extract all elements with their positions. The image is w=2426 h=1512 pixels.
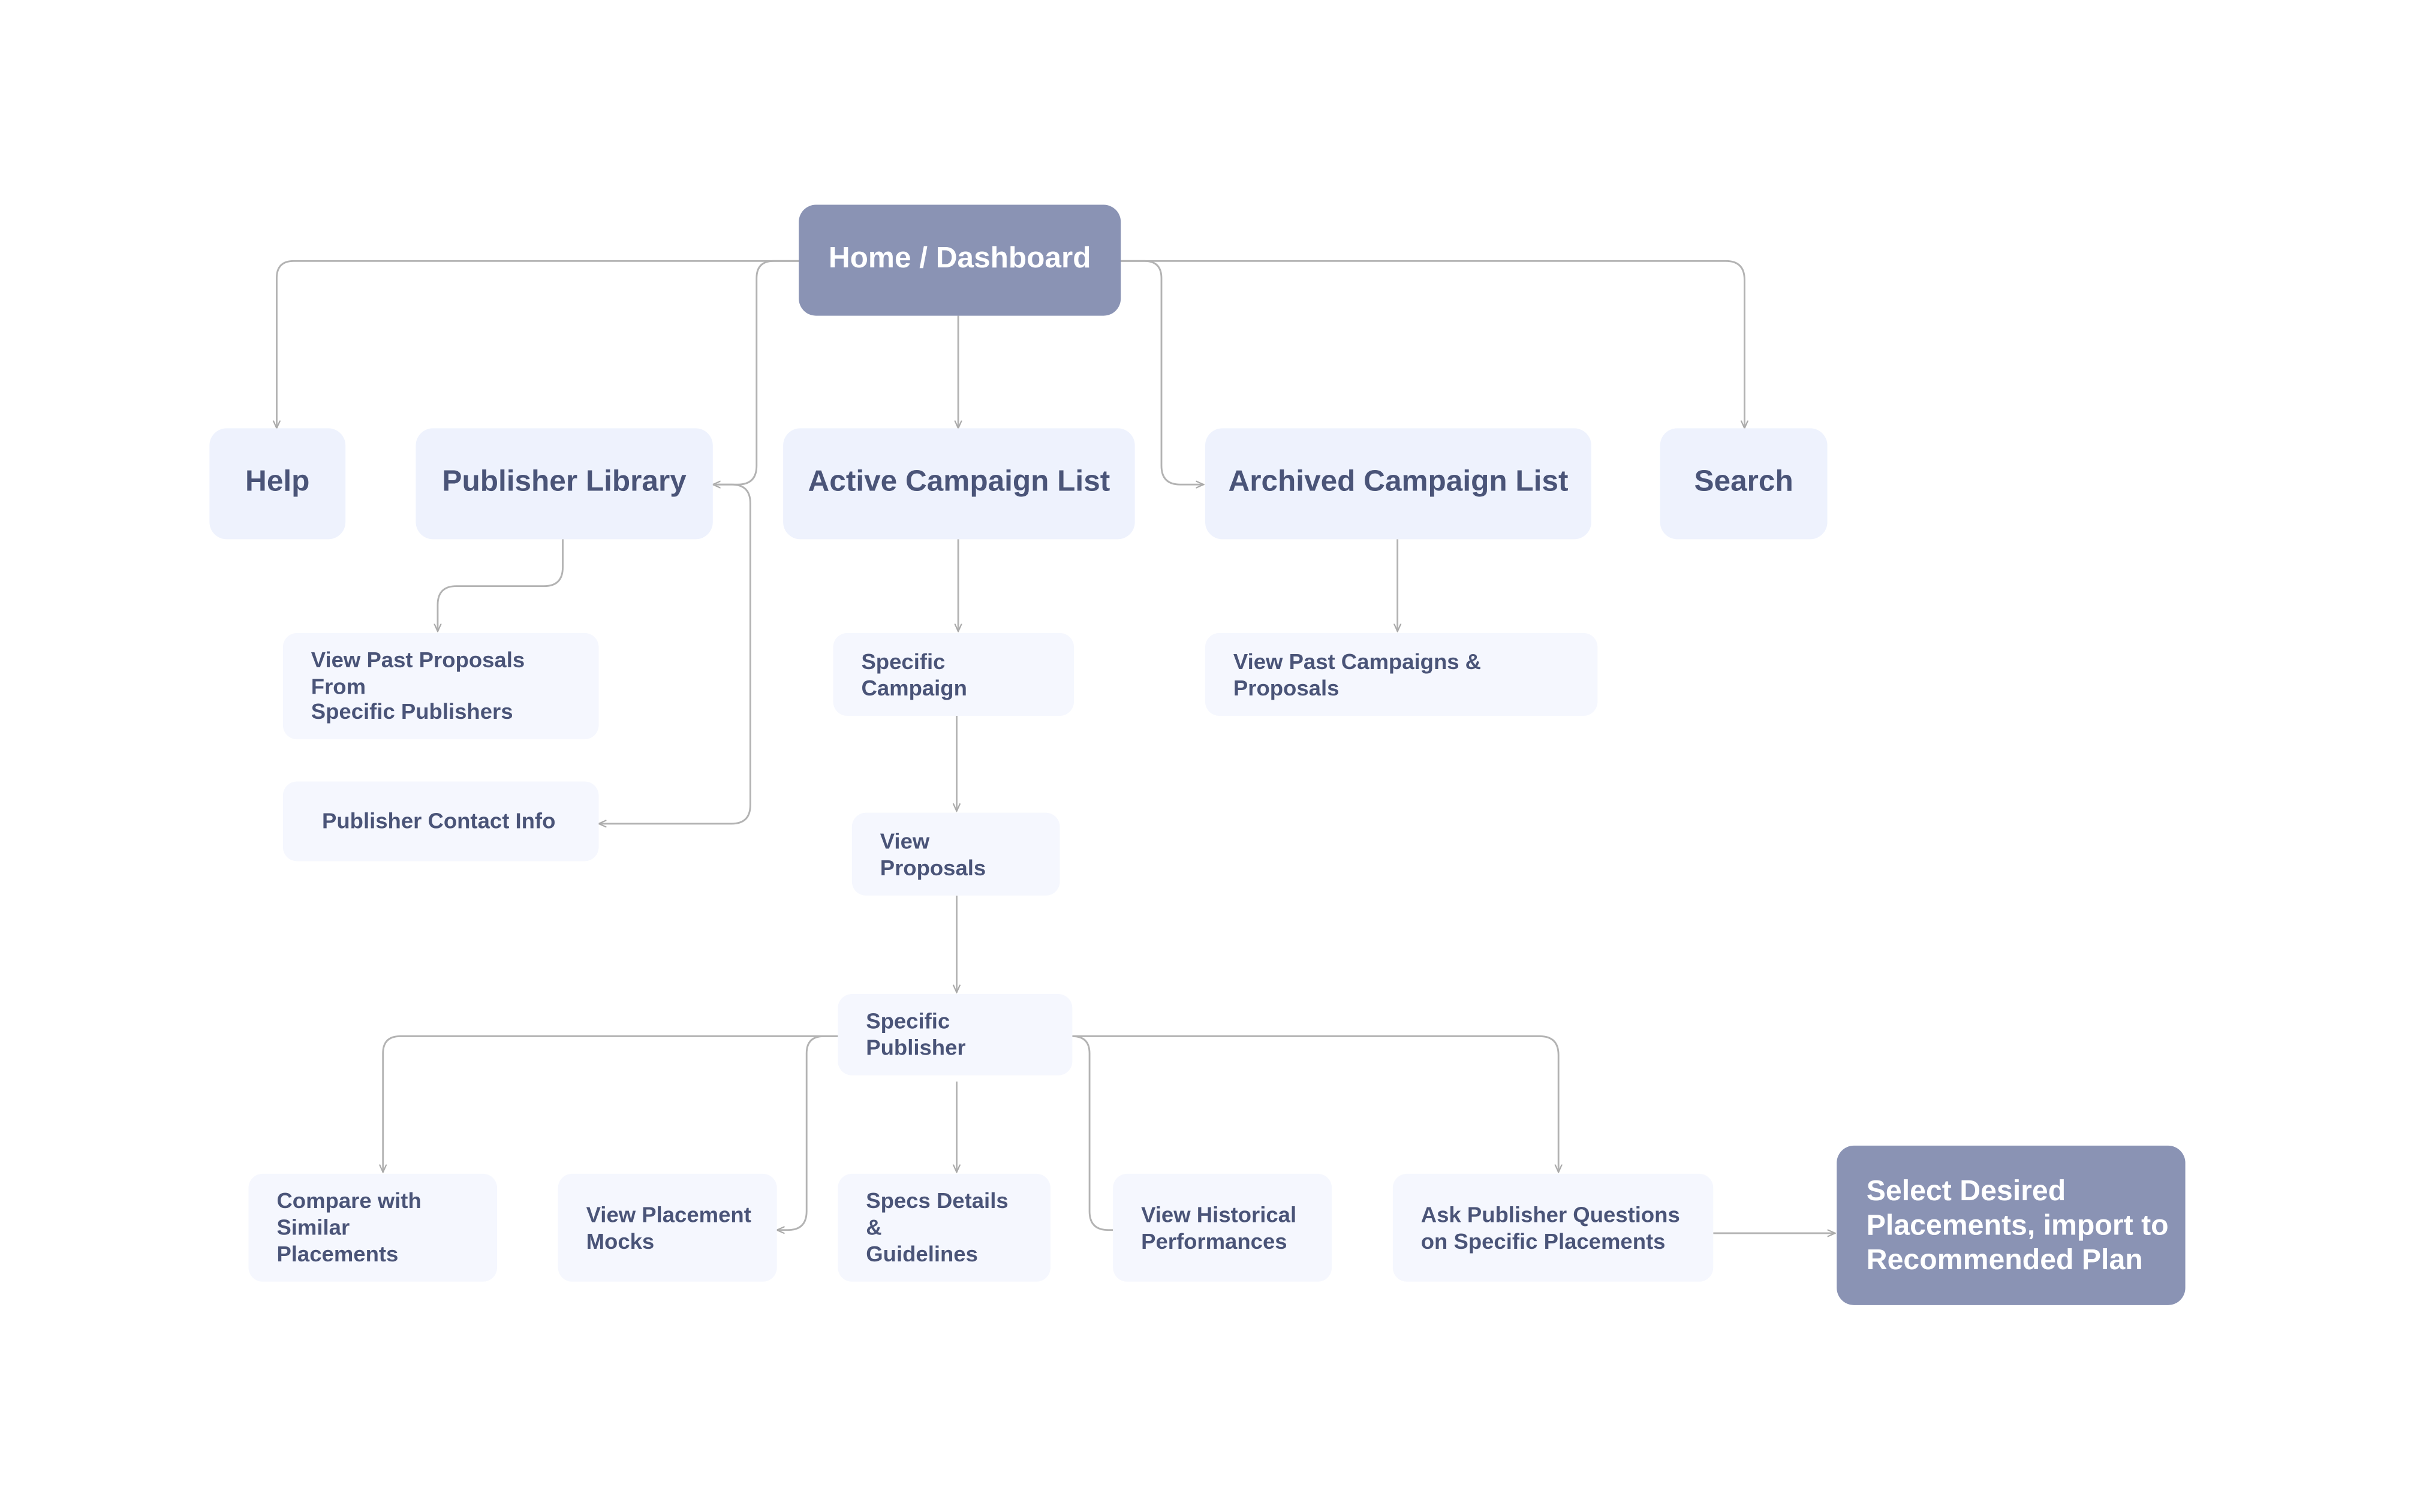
connector-publisher-mocks bbox=[777, 1035, 838, 1230]
view-placement-mocks-node[interactable]: View Placement Mocks bbox=[558, 1173, 777, 1282]
specific-publisher-node[interactable]: Specific Publisher bbox=[838, 994, 1073, 1076]
connector-library-past-proposals bbox=[438, 539, 564, 631]
specs-details-node[interactable]: Specs Details & Guidelines bbox=[838, 1173, 1051, 1282]
ask-publisher-questions-node[interactable]: Ask Publisher Questions on Specific Plac… bbox=[1392, 1173, 1714, 1282]
view-past-proposals-node[interactable]: View Past Proposals From Specific Publis… bbox=[282, 632, 599, 740]
connector-publisher-compare bbox=[383, 1035, 838, 1172]
home-dashboard-node[interactable]: Home / Dashboard bbox=[799, 204, 1121, 316]
connector-publisher-ask bbox=[1072, 1035, 1558, 1172]
connector-library-contact-info bbox=[598, 483, 751, 824]
active-campaign-list-node[interactable]: Active Campaign List bbox=[783, 428, 1135, 540]
compare-similar-placements-node[interactable]: Compare with Similar Placements bbox=[248, 1173, 498, 1282]
connector-home-publisher-library bbox=[713, 260, 800, 484]
view-past-campaigns-node[interactable]: View Past Campaigns & Proposals bbox=[1205, 632, 1598, 716]
connector-home-help bbox=[276, 260, 800, 428]
connector-home-archived-campaign bbox=[1119, 260, 1204, 484]
archived-campaign-list-node[interactable]: Archived Campaign List bbox=[1205, 428, 1591, 540]
specific-campaign-node[interactable]: Specific Campaign bbox=[833, 632, 1074, 716]
view-historical-performances-node[interactable]: View Historical Performances bbox=[1113, 1173, 1332, 1282]
help-node[interactable]: Help bbox=[209, 428, 346, 540]
select-desired-placements-node[interactable]: Select Desired Placements, import to Rec… bbox=[1837, 1145, 2186, 1305]
view-proposals-node[interactable]: View Proposals bbox=[851, 812, 1060, 896]
search-node[interactable]: Search bbox=[1660, 428, 1828, 540]
publisher-contact-info-node[interactable]: Publisher Contact Info bbox=[282, 781, 599, 862]
connector-publisher-historical bbox=[1072, 1035, 1113, 1231]
connector-home-search bbox=[1119, 260, 1745, 428]
publisher-library-node[interactable]: Publisher Library bbox=[416, 428, 713, 540]
